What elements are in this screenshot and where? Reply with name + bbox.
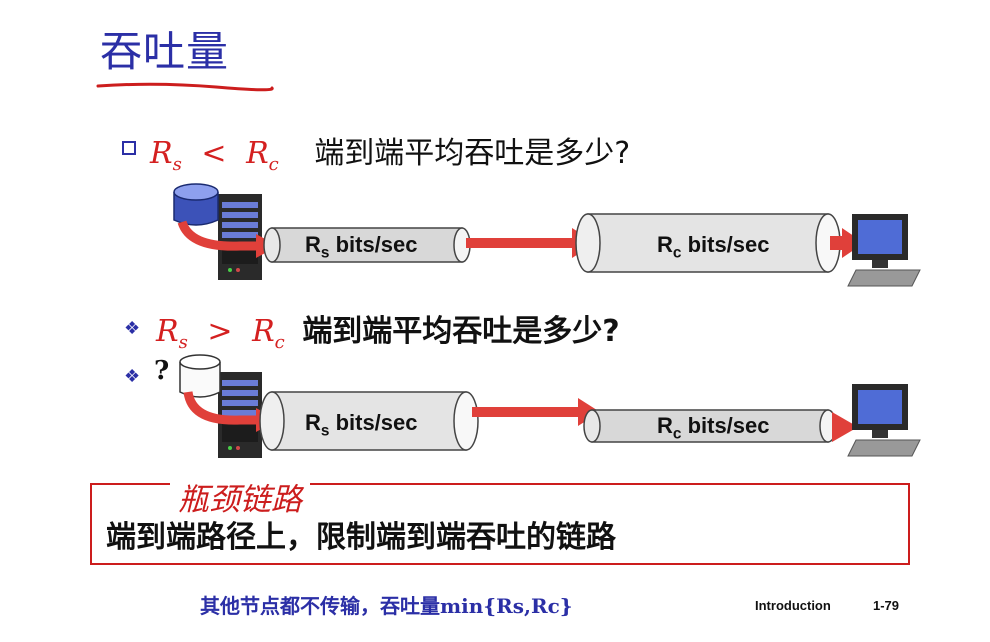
case2-diagram bbox=[179, 354, 921, 458]
bottleneck-definition: 端到端路径上，限制端到端吞吐的链路 bbox=[106, 520, 616, 555]
rc-symbol: Rc bbox=[246, 136, 279, 175]
case2-sub-question: ? bbox=[154, 356, 170, 386]
diamond-bullet-icon: ❖ bbox=[124, 318, 141, 339]
square-bullet-icon bbox=[122, 141, 136, 155]
rs-symbol: Rs bbox=[156, 314, 188, 353]
diamond-bullet-icon: ❖ bbox=[124, 366, 141, 387]
title-underline bbox=[96, 82, 274, 92]
footer-note: 其他节点都不传输，吞吐量min{Rs,Rc} bbox=[200, 594, 573, 618]
rc-pipe-label: Rc bits/sec bbox=[657, 232, 770, 262]
server-icon bbox=[218, 194, 262, 280]
less-than-symbol: < bbox=[201, 136, 227, 171]
computer-icon bbox=[847, 214, 921, 287]
server-icon bbox=[218, 372, 262, 458]
rs-pipe-label: Rs bits/sec bbox=[305, 410, 418, 440]
computer-icon bbox=[847, 384, 921, 457]
rs-pipe-label: Rs bits/sec bbox=[305, 232, 418, 262]
bottleneck-title: 瓶颈链路 bbox=[170, 474, 310, 519]
case2-question: Rs > Rc 端到端平均吞吐是多少? bbox=[156, 314, 620, 353]
rc-pipe-label: Rc bits/sec bbox=[657, 413, 770, 443]
bottleneck-definition-box bbox=[90, 483, 910, 565]
slide-section: Introduction bbox=[755, 598, 831, 613]
case1-question: Rs < Rc 端到端平均吞吐是多少? bbox=[150, 136, 631, 175]
greater-than-symbol: > bbox=[207, 314, 233, 349]
rs-symbol: Rs bbox=[150, 136, 182, 175]
rc-symbol: Rc bbox=[252, 314, 285, 353]
case1-diagram bbox=[173, 183, 921, 287]
page-title: 吞吐量 bbox=[100, 27, 230, 76]
slide-number: 1-79 bbox=[873, 598, 900, 613]
database-icon bbox=[179, 354, 221, 398]
database-icon bbox=[173, 183, 219, 226]
